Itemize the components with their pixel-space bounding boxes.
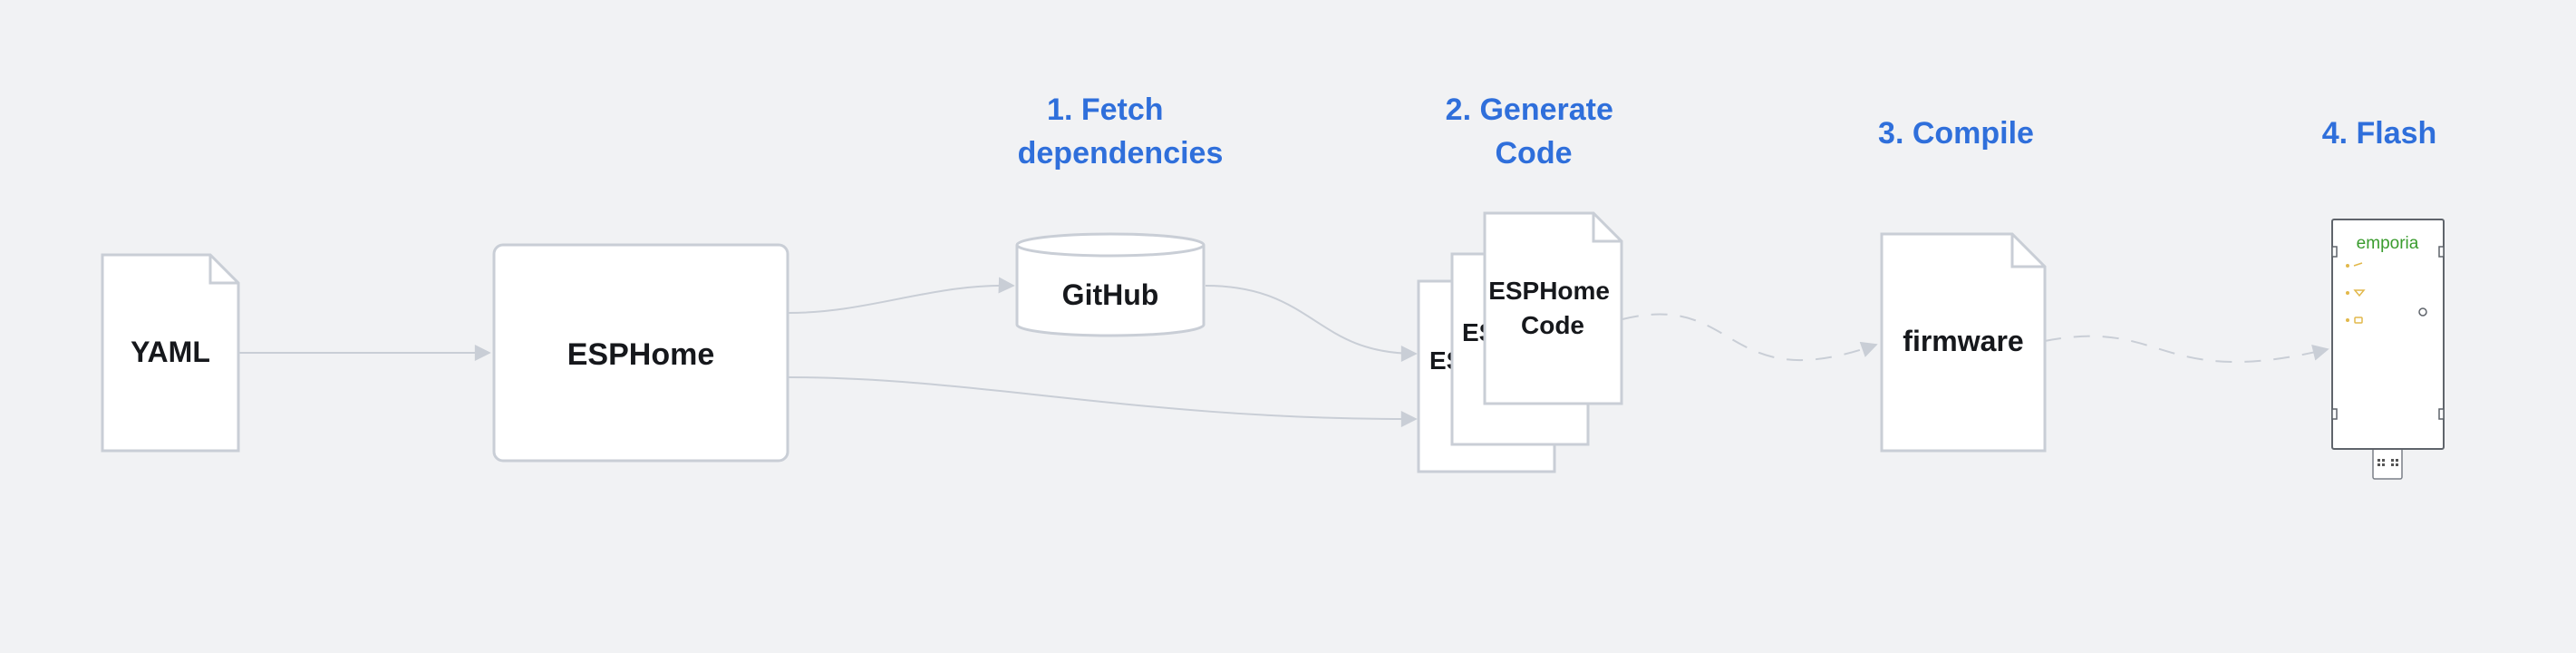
step-compile-title: 3. Compile [1878,116,2034,151]
device-led-icon [2346,291,2349,295]
device-body [2331,219,2445,450]
edge-github-to-code [1205,285,1418,362]
edge-code-to-firmware [1622,313,1878,361]
emporia-device-icon: emporia [2331,219,2445,480]
edge-esphome-to-github [788,277,1015,314]
device-clip [2331,408,2338,420]
step-flash-title: 4. Flash [2322,116,2437,151]
usb-pin [2396,459,2398,462]
esphome-node: ESPHome [492,243,789,463]
generated-code-stack: ES ES ESPHome Code [1417,211,1623,473]
device-brand-logo: emporia [2357,234,2419,253]
signal-indicator-icon [2353,289,2366,297]
edge-esphome-to-code [788,376,1418,428]
github-database-top [1015,232,1206,258]
code-document-front: ESPHome Code [1483,211,1623,405]
wifi-indicator-icon [2353,262,2363,267]
usb-pin [2377,459,2380,462]
code-front-line2: Code [1521,311,1584,339]
device-led-icon [2346,264,2349,268]
yaml-document-page-icon [101,253,240,453]
usb-pin [2382,463,2385,466]
step-generate-line2: Code [1496,136,1573,171]
code-document-front-fold [1592,213,1622,243]
yaml-document-fold [208,255,238,285]
esphome-label: ESPHome [567,337,715,372]
step-generate-title: 2. Generate Code [1446,93,1622,171]
usb-pin [2396,463,2398,466]
step-fetch-title: 1. Fetch dependencies [1018,93,1224,171]
esphome-box [492,243,789,463]
usb-pin [2391,463,2394,466]
firmware-document-fold [2010,234,2045,268]
device-clip [2438,408,2445,420]
step-generate-line1: 2. Generate [1446,93,1613,127]
step-fetch-line1: 1. Fetch [1047,93,1163,127]
usb-pin [2391,459,2394,462]
code-document-front-label: ESPHome Code [1488,277,1617,339]
edge-firmware-to-device [2044,335,2329,364]
yaml-document: YAML [101,253,240,453]
github-label: GitHub [1062,278,1159,311]
usb-pin [2382,459,2385,462]
yaml-label: YAML [131,336,210,368]
github-database-icon [1015,245,1206,337]
step-fetch-line2: dependencies [1018,136,1224,171]
device-button-icon [2418,307,2427,317]
code-front-line1: ESPHome [1488,277,1610,305]
firmware-label: firmware [1903,325,2023,357]
firmware-document-page-icon [1880,232,2047,453]
device-clip [2331,246,2338,258]
device-clip [2438,246,2445,258]
power-indicator-icon [2354,317,2363,324]
code-document-front-page-icon [1483,211,1623,405]
github-node: GitHub [1015,232,1206,337]
firmware-document: firmware [1880,232,2047,453]
device-led-icon [2346,318,2349,322]
usb-pin [2377,463,2380,466]
